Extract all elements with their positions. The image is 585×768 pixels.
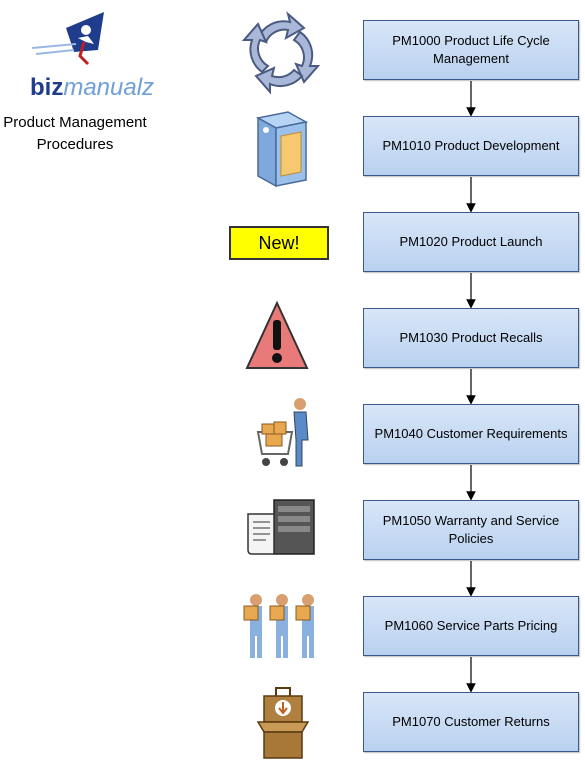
step-pm1050[interactable]: PM1050 Warranty and Service Policies xyxy=(363,500,579,560)
shopping-cart-person-icon xyxy=(256,398,309,467)
bizmanualz-logo-icon xyxy=(31,12,104,66)
step-pm1010[interactable]: PM1010 Product Development xyxy=(363,116,579,176)
step-pm1070[interactable]: PM1070 Customer Returns xyxy=(363,692,579,752)
return-box-icon xyxy=(256,687,310,759)
server-document-icon xyxy=(247,499,315,555)
page-subtitle: Product Management Procedures xyxy=(3,114,147,153)
warning-triangle-icon xyxy=(245,300,309,369)
step-pm1000[interactable]: PM1000 Product Life Cycle Management xyxy=(363,20,579,80)
people-carrying-boxes-icon xyxy=(243,594,314,658)
step-pm1060[interactable]: PM1060 Service Parts Pricing xyxy=(363,596,579,656)
step-pm1040[interactable]: PM1040 Customer Requirements xyxy=(363,404,579,464)
cycle-arrows-icon xyxy=(241,11,321,95)
software-box-icon xyxy=(255,111,309,188)
step-pm1030[interactable]: PM1030 Product Recalls xyxy=(363,308,579,368)
new-badge: New! xyxy=(229,226,329,260)
brand-wordmark: bizmanualz xyxy=(30,74,155,101)
step-pm1020[interactable]: PM1020 Product Launch xyxy=(363,212,579,272)
